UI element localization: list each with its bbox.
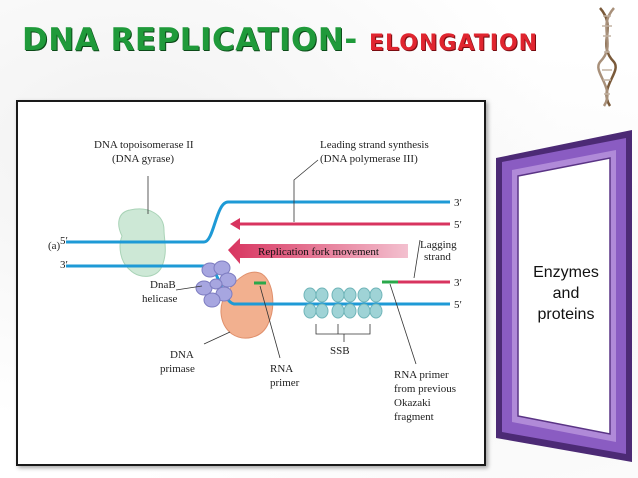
okazaki-label-2: from previous	[394, 383, 456, 395]
frame-caption-line2: and	[552, 285, 580, 302]
right-3b-label: 3′	[454, 277, 462, 289]
fork-movement-arrow	[228, 238, 408, 264]
fork-movement-label: Replication fork movement	[258, 246, 379, 258]
okazaki-label-1: RNA primer	[394, 369, 449, 381]
dnab-label-2: helicase	[142, 293, 178, 305]
dnab-helicase-shape	[195, 260, 237, 308]
primase-leader	[203, 331, 231, 345]
dnab-leader	[175, 285, 203, 291]
replication-diagram: (a) 5′ 3′ DNA topoisomerase II (DNA gyra…	[16, 100, 486, 466]
topoisomerase-label-1: DNA topoisomerase II	[94, 139, 194, 151]
primase-label-1: DNA	[170, 349, 194, 361]
slide-title: DNA REPLICATION- ELONGATION	[22, 22, 538, 58]
frame-caption: Enzymes and proteins	[510, 262, 622, 325]
ssb-bracket	[315, 324, 371, 335]
lagging-leader	[413, 239, 421, 279]
ssb-proteins	[303, 287, 383, 319]
dnab-label-1: DnaB	[150, 279, 176, 291]
leading-label-1: Leading strand synthesis	[320, 139, 429, 151]
leading-leader	[293, 159, 319, 222]
ssb-label: SSB	[330, 345, 350, 357]
right-5b-label: 5′	[454, 299, 462, 311]
top-parental-strand	[66, 200, 450, 244]
lagging-label-2: strand	[424, 251, 451, 263]
right-3a-label: 3′	[454, 197, 462, 209]
rna-primer-leader	[259, 285, 281, 359]
topoisomerase-label-2: (DNA gyrase)	[112, 153, 174, 165]
rna-primer-label-2: primer	[270, 377, 300, 389]
leading-label-2: (DNA polymerase III)	[320, 153, 418, 165]
panel-label: (a)	[48, 240, 61, 252]
mid-left-3-label: 3′	[60, 259, 68, 271]
picture-frame	[496, 130, 632, 462]
title-sub: ELONGATION	[369, 31, 539, 56]
lagging-label-1: Lagging	[420, 239, 457, 251]
leading-strand-arrowhead	[230, 218, 240, 230]
frame-caption-line3: proteins	[537, 306, 595, 323]
frame-caption-line1: Enzymes	[533, 264, 599, 281]
okazaki-leader	[389, 283, 417, 365]
okazaki-label-3: Okazaki	[394, 397, 431, 409]
title-dash: -	[344, 22, 358, 58]
top-left-5-label: 5′	[60, 235, 68, 247]
primase-label-2: primase	[160, 363, 195, 375]
dna-helix-icon	[597, 7, 617, 107]
rna-primer-label-1: RNA	[270, 363, 293, 375]
okazaki-label-4: fragment	[394, 411, 434, 423]
title-main: DNA REPLICATION	[22, 22, 345, 58]
right-5a-label: 5′	[454, 219, 462, 231]
